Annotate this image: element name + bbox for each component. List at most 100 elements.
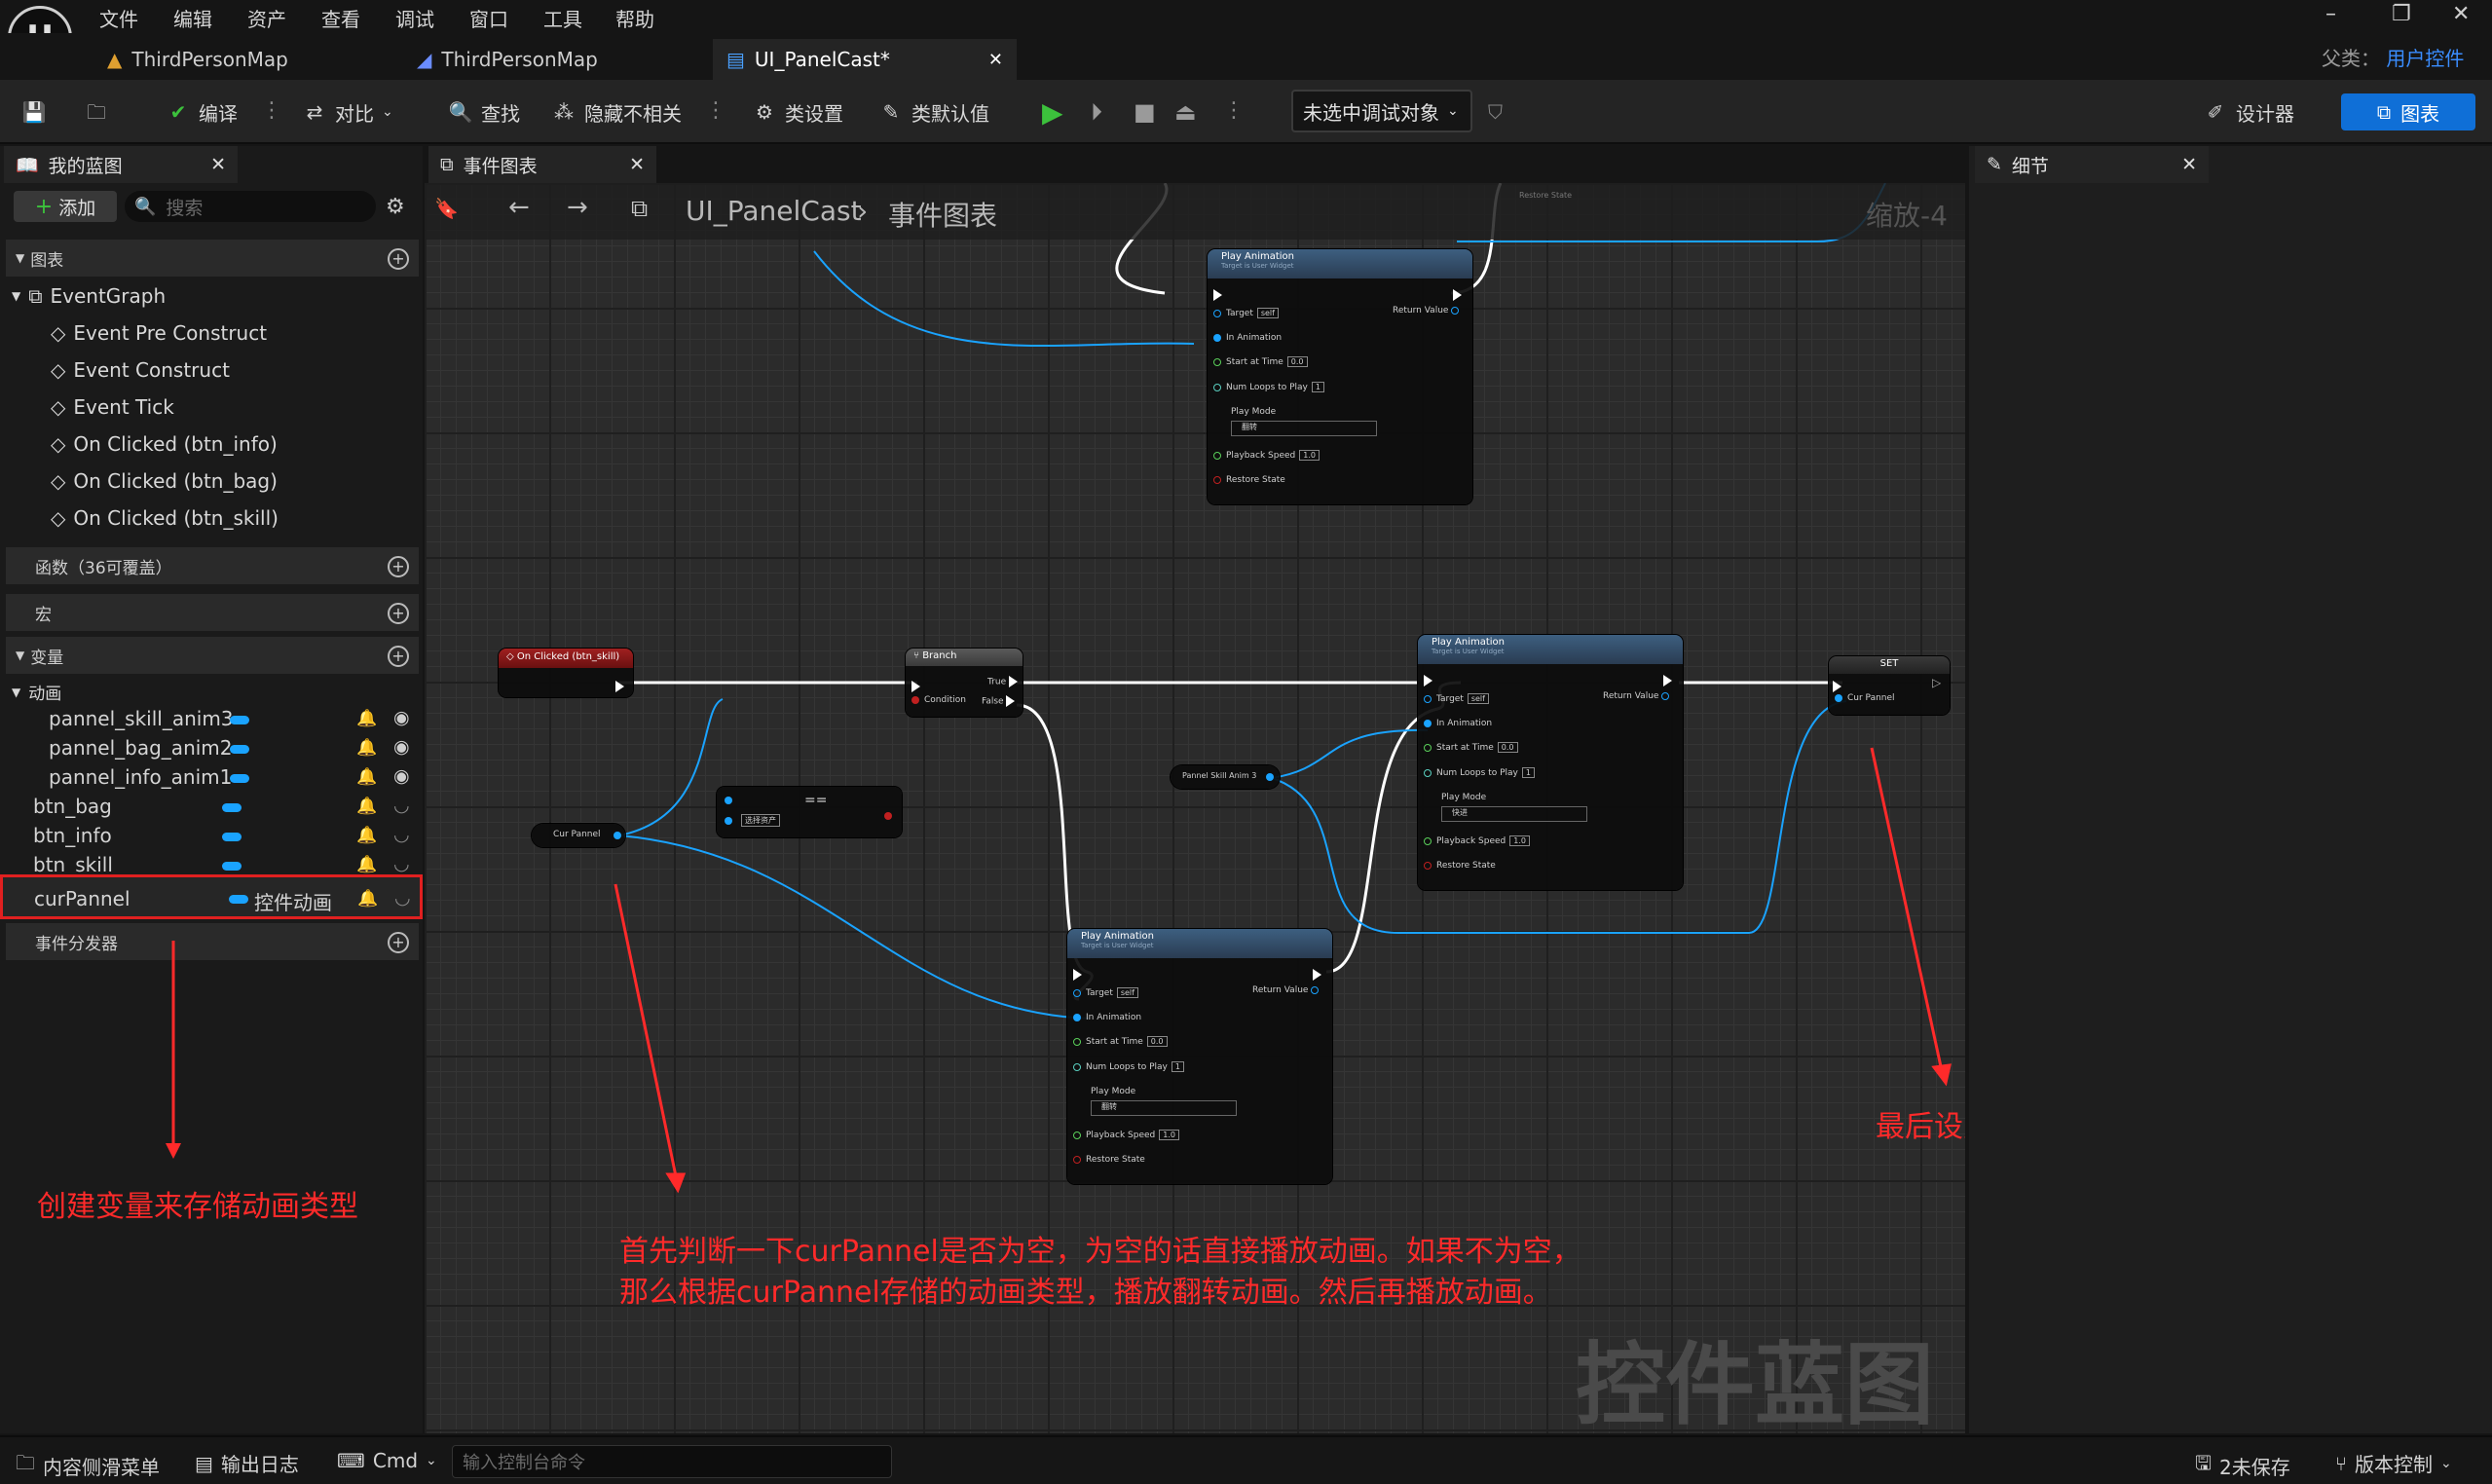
exec-in-pin[interactable] (911, 676, 920, 694)
menu-asset[interactable]: 资产 (247, 8, 286, 31)
eject-button[interactable]: ⏏ (1174, 93, 1197, 130)
return-value-pin[interactable]: Return Value (1603, 691, 1674, 701)
compile-button[interactable]: ✔ 编译 (166, 93, 238, 130)
content-drawer-button[interactable]: 🗀内容侧滑菜单 (16, 1449, 160, 1482)
source-control-button[interactable]: ⑂版本控制⌄ (2335, 1449, 2452, 1477)
save-button[interactable]: 💾 (21, 93, 47, 130)
bell-icon[interactable]: 🔔 (357, 889, 379, 909)
exec-out-pin[interactable] (1453, 284, 1462, 303)
forward-arrow-icon[interactable]: → (567, 193, 588, 222)
diff-button[interactable]: ⇄ 对比 ⌄ (302, 93, 393, 130)
event-item[interactable]: ◇Event Tick (51, 395, 174, 419)
bell-icon[interactable]: 🔔 (356, 767, 378, 787)
restore-icon[interactable]: ❐ (2392, 2, 2411, 26)
close-window-icon[interactable]: ✕ (2452, 2, 2471, 26)
exec-out-pin[interactable] (1663, 670, 1672, 688)
asset-select[interactable]: 选择资产 (725, 814, 780, 827)
output-log-button[interactable]: ▤输出日志 (195, 1449, 299, 1477)
event-item[interactable]: ◇Event Pre Construct (51, 321, 267, 345)
menu-view[interactable]: 查看 (321, 8, 360, 31)
eye-closed-icon[interactable]: ◡ (393, 824, 410, 845)
value-box[interactable]: 0.0 (1497, 742, 1518, 753)
eye-icon[interactable]: ◉ (393, 736, 410, 758)
value-box[interactable]: 0.0 (1286, 356, 1308, 367)
restore-state-pin[interactable]: Restore State (1424, 861, 1496, 871)
close-tab-icon[interactable]: ✕ (629, 154, 645, 175)
variable-row[interactable]: btn_info 🔔 ◡ (0, 822, 423, 851)
eye-closed-icon[interactable]: ◡ (393, 795, 410, 816)
exec-out-pin[interactable] (615, 676, 624, 694)
more-options-icon[interactable]: ⋮ (705, 98, 726, 123)
bool-out-pin[interactable] (884, 812, 892, 820)
value-box[interactable]: 1.0 (1299, 450, 1320, 461)
play-options-icon[interactable]: ⋮ (1223, 98, 1245, 123)
back-arrow-icon[interactable]: ← (508, 193, 530, 222)
exec-in-pin[interactable] (1073, 964, 1082, 983)
eye-closed-icon[interactable]: ◡ (393, 853, 410, 874)
close-tab-icon[interactable]: ✕ (987, 49, 1003, 70)
advance-frame-button[interactable]: ⏵ (1091, 93, 1102, 130)
add-graph-icon[interactable]: + (388, 248, 409, 270)
class-defaults-button[interactable]: ✎ 类默认值 (878, 93, 989, 130)
in-animation-pin[interactable]: In Animation (1073, 1013, 1141, 1022)
tab-thirdpersonmap-1[interactable]: ▲ ThirdPersonMap (93, 39, 395, 80)
settings-gear-icon[interactable]: ⚙ (386, 195, 405, 219)
close-panel-icon[interactable]: ✕ (210, 154, 226, 175)
object-out-pin[interactable] (614, 832, 621, 839)
bell-icon[interactable]: 🔔 (356, 855, 378, 874)
event-graph-item[interactable]: ▼ ⧉ EventGraph (12, 284, 166, 308)
return-value-pin[interactable]: Return Value (1393, 306, 1464, 315)
menu-edit[interactable]: 编辑 (173, 8, 212, 31)
event-item[interactable]: ◇On Clicked (btn_info) (51, 432, 278, 456)
cur-pannel-pin[interactable]: Cur Pannel (1835, 693, 1895, 703)
value-box[interactable]: 1 (1521, 767, 1535, 778)
false-pin[interactable]: False (982, 695, 1016, 707)
console-input[interactable]: 输入控制台命令 (452, 1445, 892, 1478)
object-out-pin[interactable] (1266, 773, 1274, 781)
add-macro-icon[interactable]: + (388, 603, 409, 624)
add-dispatcher-icon[interactable]: + (388, 932, 409, 953)
object-in-pin[interactable] (725, 797, 732, 804)
class-settings-button[interactable]: ⚙ 类设置 (752, 93, 843, 130)
true-pin[interactable]: True (987, 676, 1018, 687)
in-animation-pin[interactable]: In Animation (1213, 333, 1282, 343)
in-animation-pin[interactable]: In Animation (1424, 719, 1492, 728)
play-mode-select[interactable]: 翻转 (1231, 421, 1377, 436)
menu-file[interactable]: 文件 (99, 8, 138, 31)
return-value-pin[interactable]: Return Value (1252, 985, 1323, 995)
animation-category[interactable]: ▼ 动画 (12, 680, 61, 704)
cmd-select[interactable]: ⌨Cmd⌄ (337, 1449, 437, 1472)
skill-anim-getter-node[interactable]: Pannel Skill Anim 3 (1171, 765, 1280, 789)
variable-row[interactable]: btn_bag 🔔 ◡ (0, 793, 423, 822)
debug-object-select[interactable]: 未选中调试对象 ⌄ (1291, 90, 1472, 132)
graph-mode-button[interactable]: ⧉ 图表 (2341, 93, 2475, 130)
minimize-icon[interactable]: – (2325, 2, 2336, 26)
value-box[interactable]: 1.0 (1509, 835, 1530, 846)
bell-icon[interactable]: 🔔 (356, 709, 378, 728)
value-box[interactable]: 1.0 (1159, 1130, 1179, 1140)
cur-pannel-getter-node[interactable]: Cur Pannel (532, 824, 625, 847)
equal-node[interactable]: == 选择资产 (717, 787, 902, 837)
debug-filter-button[interactable]: ⛉ (1488, 93, 1503, 130)
eye-icon[interactable]: ◉ (393, 765, 410, 787)
designer-button[interactable]: ✐ 设计器 (2203, 93, 2294, 130)
restore-state-pin[interactable]: Restore State (1073, 1155, 1145, 1165)
my-blueprint-tab[interactable]: 📖 我的蓝图 ✕ (4, 146, 238, 183)
play-mode-select[interactable]: 快进 (1441, 806, 1587, 822)
close-panel-icon[interactable]: ✕ (2181, 154, 2197, 175)
selected-variable-row[interactable]: curPannel 控件动画 🔔 ◡ (0, 874, 423, 919)
browse-button[interactable]: 🗀 (84, 93, 109, 130)
add-function-icon[interactable]: + (388, 556, 409, 577)
compile-options-icon[interactable]: ⋮ (261, 98, 282, 123)
